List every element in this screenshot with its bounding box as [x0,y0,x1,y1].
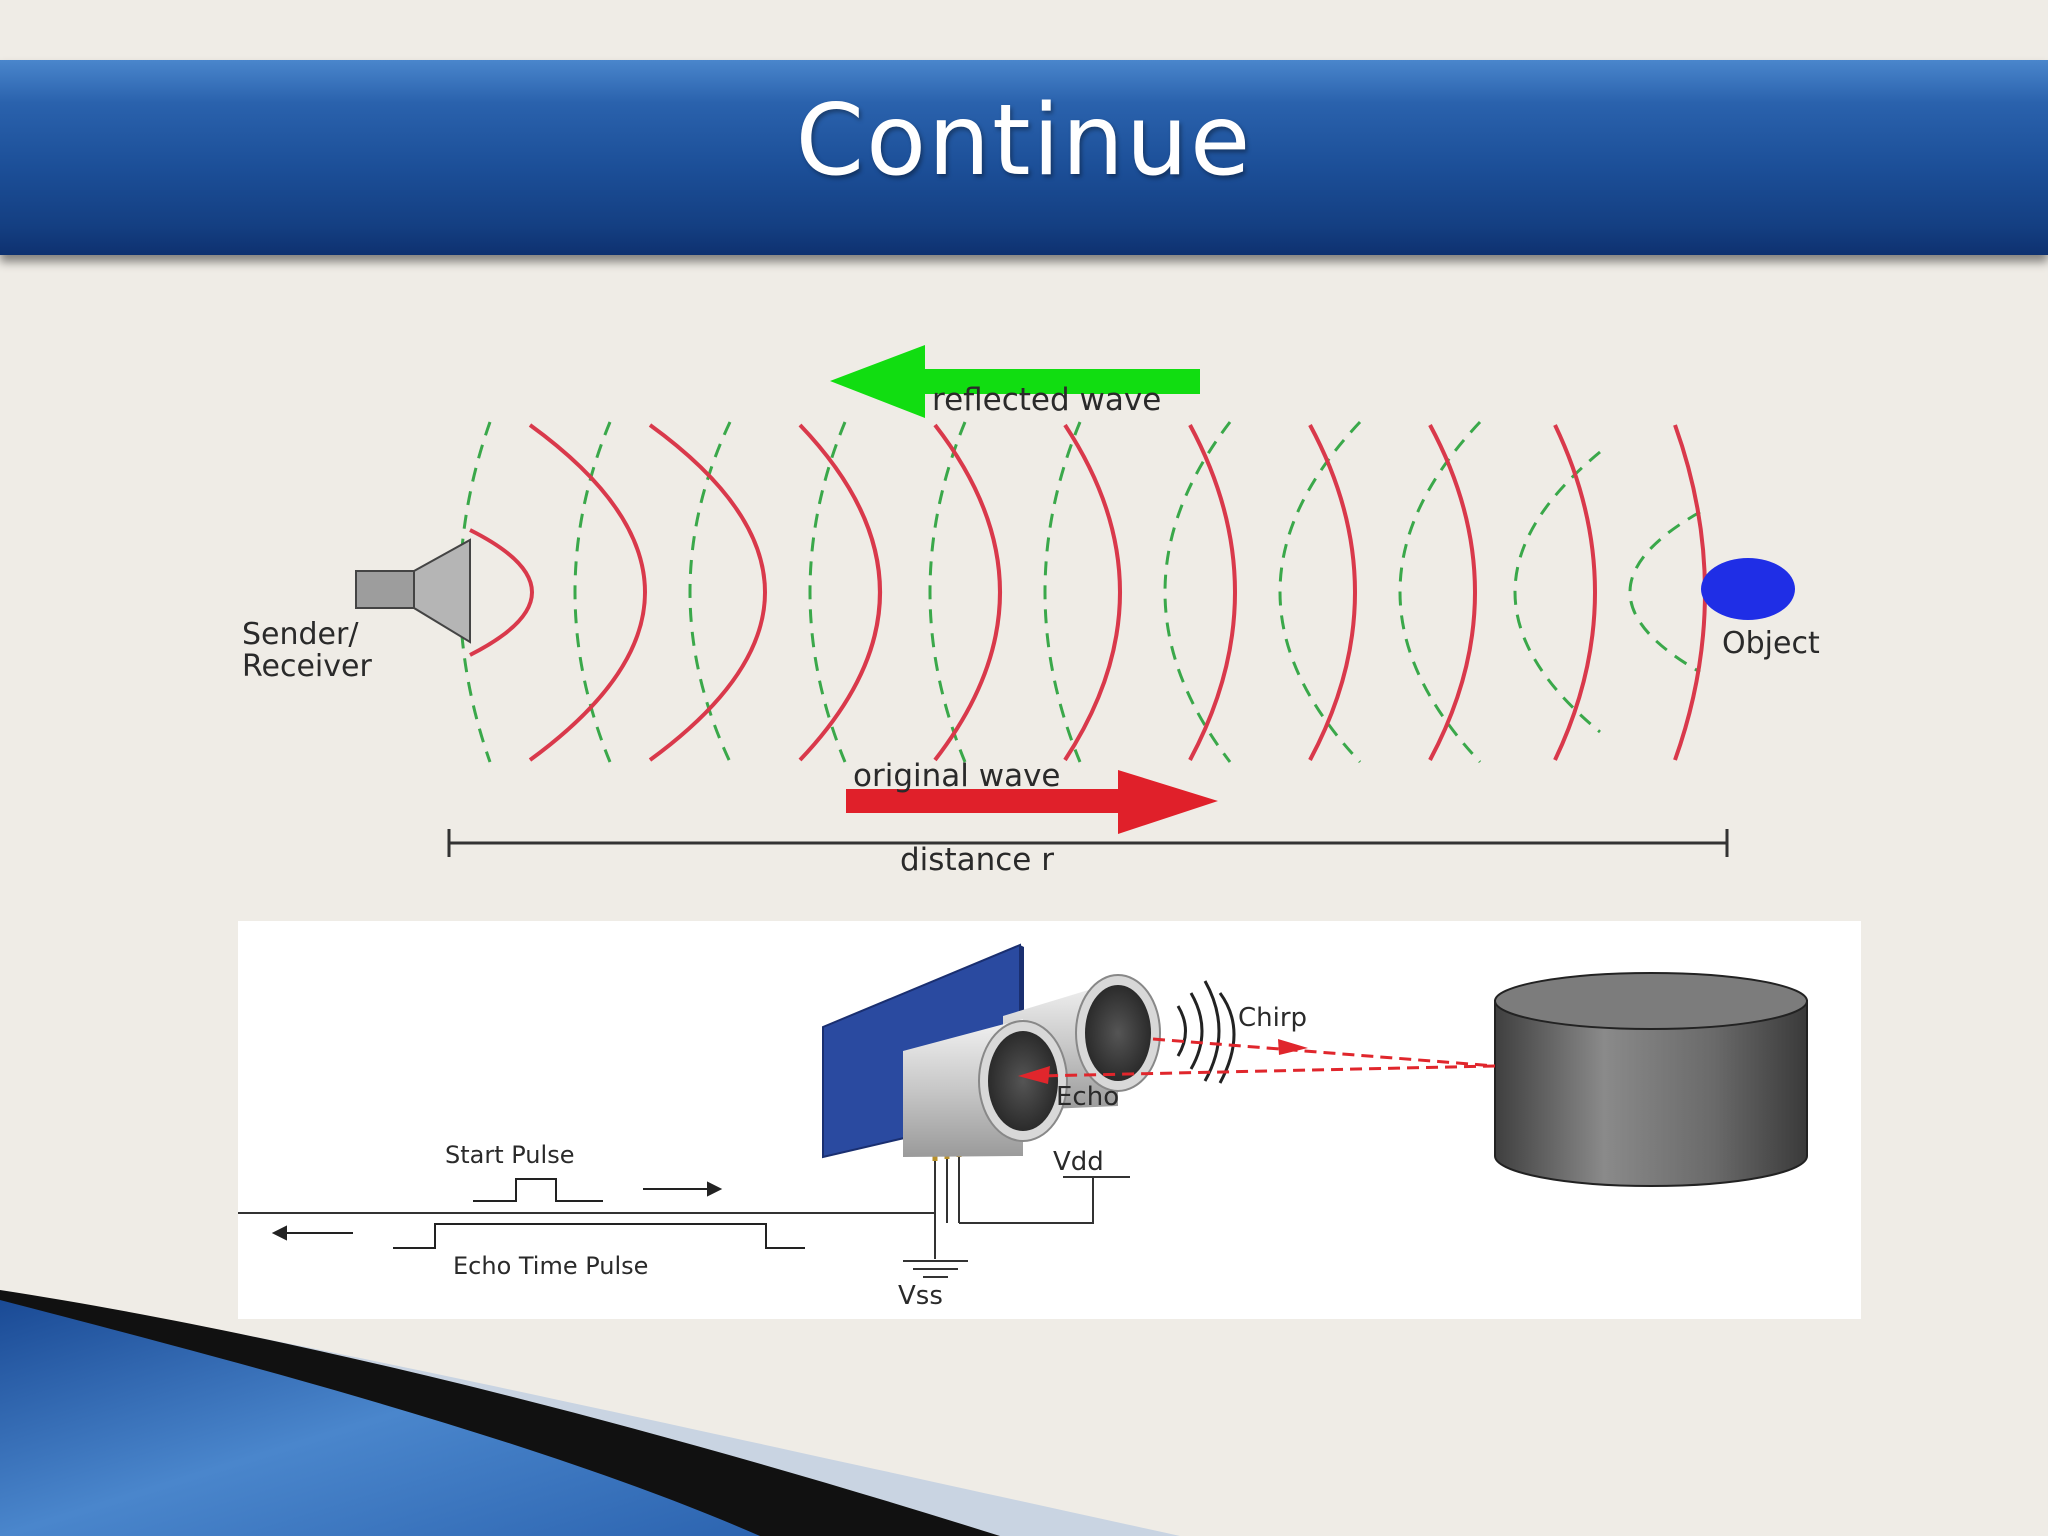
vss-label: Vss [898,1281,943,1311]
vdd-label: Vdd [1053,1147,1104,1177]
chirp-echo-paths [1037,1037,1496,1078]
chirp-arrowhead [1278,1039,1308,1055]
original-wave-front [648,423,767,762]
receiver-label: Receiver [242,649,372,684]
distance-label: distance r [900,842,1054,878]
original-wave-front [1308,424,1357,761]
original-wave-front [469,528,534,657]
speaker-icon [355,538,471,644]
original-wave-front [933,423,1002,762]
original-wave-arrow [846,770,1218,834]
original-wave-front [1553,424,1597,761]
original-wave-front [1428,424,1477,761]
object-circle [1701,558,1795,620]
echo-time-pulse-waveform [393,1223,805,1249]
echo-label: Echo [1056,1082,1120,1112]
reflected-wave-front [1043,421,1082,763]
reflected-wave-front [1163,421,1232,763]
original-wave-label: original wave [853,758,1061,794]
circuit-wiring [238,1157,1130,1278]
original-wave-front [1063,423,1122,762]
reflected-wave-front [1628,510,1701,674]
reflected-wave-front [573,421,612,763]
reflected-wave-arrow [830,345,1200,418]
original-wave-front [528,423,647,762]
distance-line [447,829,1729,857]
echo-arrowhead [1018,1066,1050,1084]
object-label: Object [1722,626,1820,661]
start-pulse-waveform [473,1178,603,1202]
chirp-wave-icon [1176,980,1236,1084]
reflected-wave-front [808,421,847,763]
slide-title: Continue [795,84,1253,198]
original-wave-front [1188,424,1237,761]
reflected-wave-front [688,421,732,763]
transducer-front [903,1019,1068,1157]
ultrasonic-sensor-diagram: Chirp Echo Start Pulse Echo Time Pulse V… [238,921,1861,1319]
original-wave-fronts [469,423,1707,762]
reflected-wave-front [928,421,967,763]
target-cylinder [1494,972,1808,1187]
reflected-wave-label: reflected wave [932,382,1162,418]
original-wave-front [1673,424,1707,761]
wave-diagram [355,345,1795,857]
echo-time-pulse-label: Echo Time Pulse [453,1252,649,1280]
start-pulse-label: Start Pulse [445,1141,575,1169]
sender-label: Sender/ [242,617,359,652]
arrow-left-icon [271,1225,353,1241]
arrow-right-icon [643,1181,723,1197]
original-wave-front [798,423,882,762]
title-banner [0,60,2048,255]
reflected-wave-front [1278,420,1362,764]
reflected-wave-front [1513,450,1601,734]
reflected-wave-front [1398,420,1482,764]
chirp-label: Chirp [1238,1003,1308,1033]
